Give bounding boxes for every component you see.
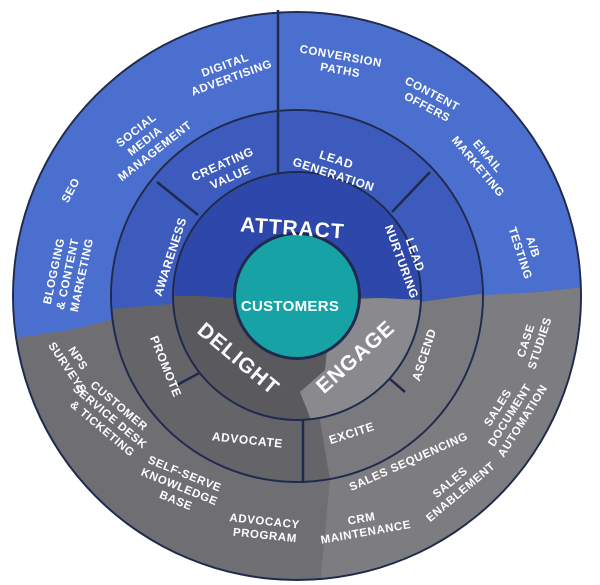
hub-circle bbox=[236, 235, 358, 357]
middle-ring-blue bbox=[112, 111, 482, 310]
label-case-studies: CASE STUDIES bbox=[513, 312, 554, 371]
hub-label: CUSTOMERS bbox=[241, 298, 339, 315]
